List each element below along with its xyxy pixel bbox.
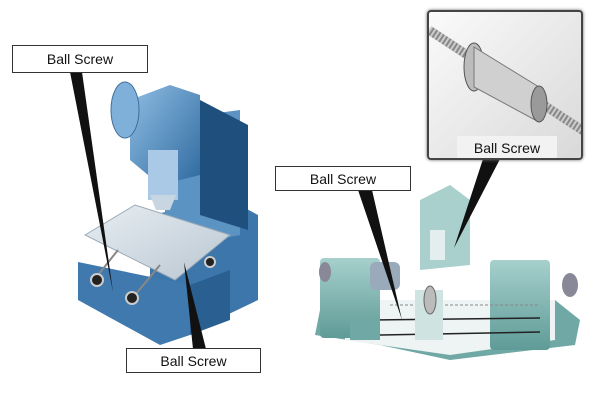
lathe-machine (315, 185, 580, 360)
label-lathe: Ball Screw (275, 166, 411, 191)
pointer-mill-top (70, 72, 113, 292)
label-mill-bottom: Ball Screw (126, 348, 261, 373)
ball-screw-closeup-image (429, 26, 581, 135)
ball-screw-closeup: Ball Screw (427, 10, 583, 160)
pointer-lathe (358, 190, 402, 320)
pointer-inset (454, 159, 500, 248)
label-inset: Ball Screw (457, 136, 557, 158)
pointer-mill-bottom (184, 262, 206, 349)
label-mill-top: Ball Screw (12, 45, 148, 73)
milling-machine (78, 81, 258, 345)
